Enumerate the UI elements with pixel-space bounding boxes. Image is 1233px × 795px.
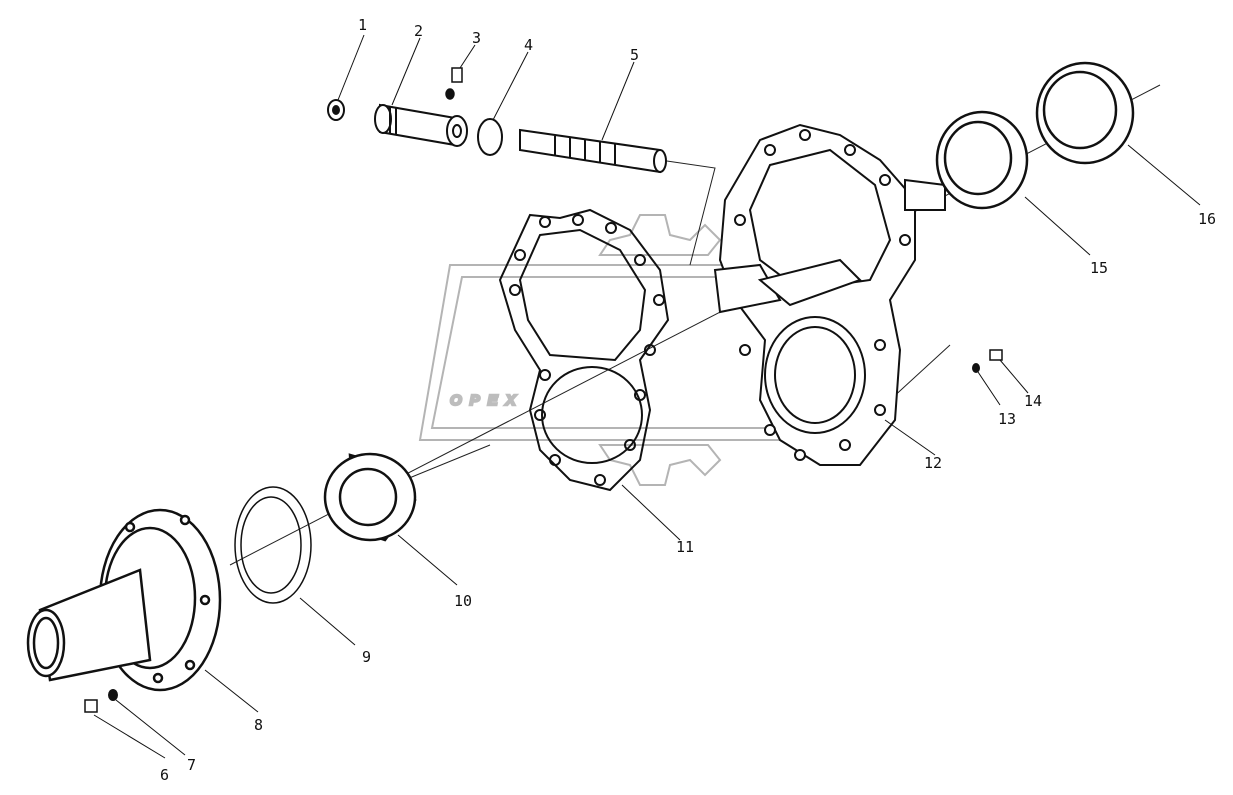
callout-11: 11 (676, 538, 694, 556)
callout-2: 2 (414, 22, 423, 40)
callout-1: 1 (358, 16, 367, 34)
callout-13: 13 (998, 410, 1016, 428)
part-12-housing (713, 123, 946, 466)
part-9-gasket-ring (234, 486, 312, 604)
part-16-seal (1035, 61, 1135, 165)
callout-12: 12 (924, 454, 942, 472)
part-1-nut (327, 99, 345, 121)
leader-lines (93, 34, 1201, 759)
callout-8: 8 (254, 716, 263, 734)
part-5-splined-shaft (519, 128, 667, 174)
callout-5: 5 (630, 46, 639, 64)
part-15-seal (935, 110, 1029, 210)
part-7-washer (108, 689, 118, 701)
callout-14: 14 (1024, 392, 1042, 410)
part-13-washer (972, 363, 980, 373)
part-3-bolt (445, 67, 463, 100)
watermark-text: OPEX (450, 392, 524, 409)
callout-9: 9 (362, 648, 371, 666)
part-6-bolt (84, 699, 98, 713)
callout-6: 6 (160, 766, 169, 784)
callout-4: 4 (524, 36, 533, 54)
part-2-valve-body (374, 103, 468, 147)
callout-15: 15 (1090, 259, 1108, 277)
part-10-bushing (323, 452, 417, 542)
part-4-o-ring (477, 118, 503, 156)
callout-7: 7 (187, 756, 196, 774)
part-8-flange-tube (26, 508, 222, 692)
callout-labels: 1 2 3 4 5 6 7 8 9 10 11 12 13 14 15 16 (160, 16, 1216, 784)
callout-16: 16 (1198, 210, 1216, 228)
callout-3: 3 (472, 29, 481, 47)
part-14-bolt (989, 349, 1003, 361)
part-11-gasket (498, 208, 670, 492)
callout-10: 10 (454, 592, 472, 610)
